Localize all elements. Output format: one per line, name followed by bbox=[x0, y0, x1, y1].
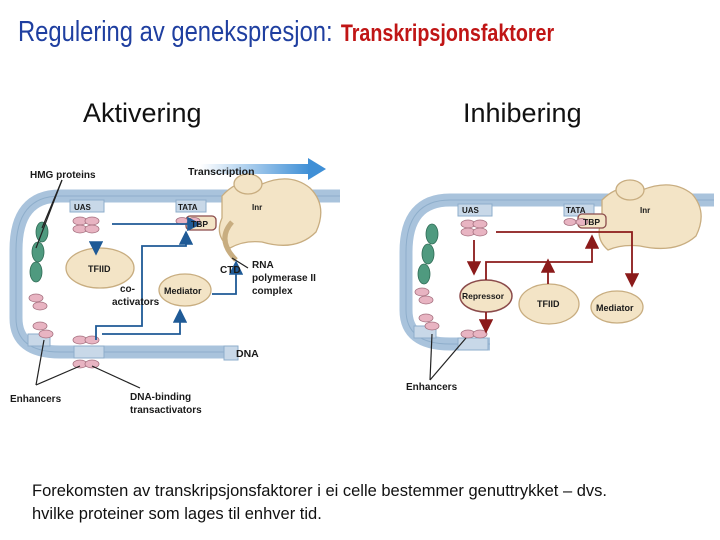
label-tata-right: TATA bbox=[566, 206, 586, 215]
label-rna-line2: polymerase II bbox=[252, 273, 316, 284]
label-hmg-proteins: HMG proteins bbox=[30, 170, 96, 181]
slide-caption: Forekomsten av transkripsjonsfaktorer i … bbox=[32, 480, 692, 526]
title-main: Regulering av genekspresjon: bbox=[18, 16, 333, 48]
label-coactivators-line1: co- bbox=[120, 284, 135, 295]
tfiid-right bbox=[518, 283, 580, 325]
caption-line-1: Forekomsten av transkripsjonsfaktorer i … bbox=[32, 482, 607, 500]
label-enhancers-left: Enhancers bbox=[10, 394, 62, 405]
label-tbp-left: TBP bbox=[191, 219, 208, 229]
label-rna-line3: complex bbox=[252, 286, 293, 297]
label-binding-line2: transactivators bbox=[130, 405, 202, 416]
label-inr-right: Inr bbox=[640, 206, 650, 215]
label-tfiid-right: TFIID bbox=[537, 299, 560, 309]
rna-polymerase-shape-right bbox=[598, 184, 702, 251]
activation-diagram: HMG proteins Transcription UAS TATA Inr … bbox=[9, 158, 340, 416]
tata-box-left bbox=[175, 199, 207, 213]
label-tfiid-left: TFIID bbox=[88, 264, 111, 274]
mediator-left bbox=[158, 273, 212, 307]
label-dna: DNA bbox=[236, 348, 259, 360]
label-repressor: Repressor bbox=[462, 291, 505, 301]
caption-line-2: hvilke proteiner som lages til enhver ti… bbox=[32, 505, 322, 523]
uas-box-left bbox=[69, 199, 105, 213]
uas-box-right bbox=[457, 203, 493, 217]
label-binding-line1: DNA-binding bbox=[130, 392, 191, 403]
label-enhancers-right: Enhancers bbox=[406, 382, 458, 393]
heading-inhibition: Inhibering bbox=[463, 98, 582, 128]
label-ctd: CTD bbox=[220, 265, 241, 276]
mediator-right bbox=[590, 290, 644, 324]
label-inr-left: Inr bbox=[252, 203, 262, 212]
label-transcription: Transcription bbox=[188, 166, 255, 178]
label-tbp-right: TBP bbox=[583, 217, 600, 227]
label-tata-left: TATA bbox=[178, 203, 198, 212]
inhibition-diagram: UAS TATA Inr TBP Repressor TFIID Mediato… bbox=[399, 179, 714, 393]
label-coactivators-line2: activators bbox=[112, 297, 160, 308]
rna-polymerase-shape bbox=[218, 178, 322, 249]
label-uas-left: UAS bbox=[74, 203, 92, 212]
transcription-arrow bbox=[200, 164, 310, 174]
label-rna-line1: RNA bbox=[252, 260, 274, 271]
label-uas-right: UAS bbox=[462, 206, 480, 215]
slide-title: Regulering av genekspresjon: Transkripsjo… bbox=[18, 16, 554, 49]
label-mediator-left: Mediator bbox=[164, 286, 202, 296]
label-mediator-right: Mediator bbox=[596, 303, 634, 313]
title-sub: Transkripsjonsfaktorer bbox=[340, 20, 555, 47]
heading-activation: Aktivering bbox=[83, 98, 202, 128]
